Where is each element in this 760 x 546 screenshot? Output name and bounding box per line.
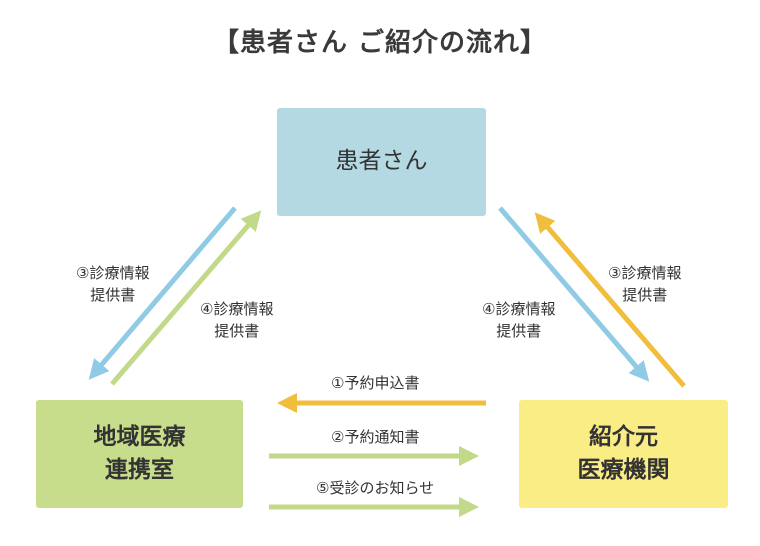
patient-label: 患者さん	[335, 148, 428, 175]
label-left-outer: ③診療情報 提供書	[76, 264, 150, 304]
regional-liaison-box: 地域医療 連携室	[36, 400, 243, 508]
regional-label-line1: 地域医療	[93, 423, 186, 450]
regional-label-line2: 連携室	[105, 457, 174, 483]
label-left-inner: ④診療情報 提供書	[200, 300, 274, 340]
label-right-inner: ④診療情報 提供書	[482, 300, 556, 340]
label-reservation-request: ①予約申込書	[331, 374, 420, 392]
arrow-patient-to-referrer	[498, 206, 650, 382]
label-reservation-notice: ②予約通知書	[331, 428, 420, 446]
label-right-outer: ③診療情報 提供書	[608, 264, 682, 304]
arrow-regional-to-patient	[110, 210, 262, 386]
label-visit-notice: ⑤受診のお知らせ	[316, 479, 435, 497]
page-title: 【患者さん ご紹介の流れ】	[212, 28, 548, 58]
patient-box: 患者さん	[277, 108, 486, 216]
referrer-label-line2: 医療機関	[577, 457, 670, 483]
referrer-label-line1: 紹介元	[589, 423, 658, 450]
arrow-patient-to-regional	[88, 206, 237, 380]
arrow-referrer-to-patient	[534, 212, 686, 388]
referring-institution-box: 紹介元 医療機関	[519, 400, 728, 508]
